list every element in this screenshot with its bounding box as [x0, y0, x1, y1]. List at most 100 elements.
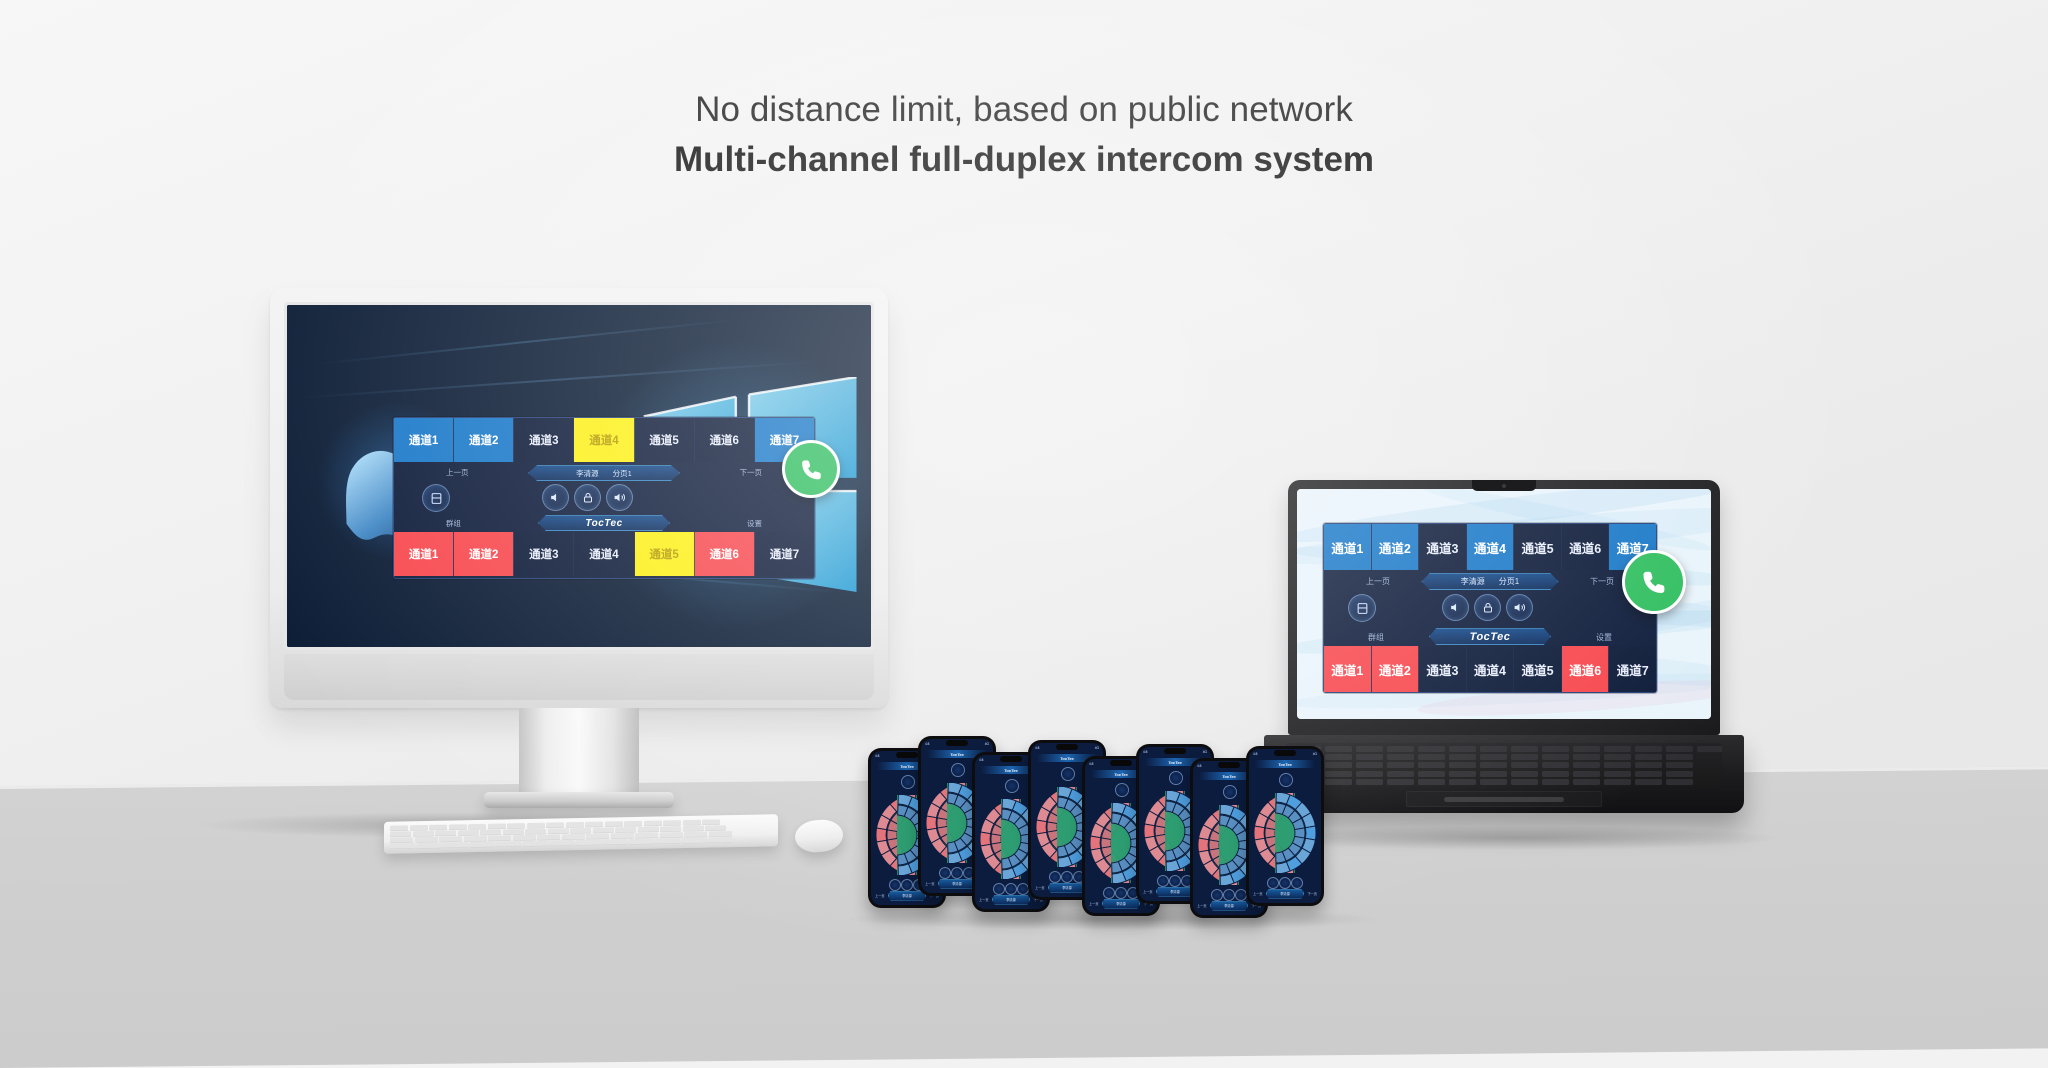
phone-speaker-icon[interactable]: [1049, 871, 1061, 883]
macbook-key[interactable]: [1325, 778, 1352, 785]
keyboard-key[interactable]: [512, 834, 536, 841]
keyboard-key[interactable]: [585, 821, 603, 827]
speaker-on-button[interactable]: [1506, 594, 1533, 621]
keyboard-key[interactable]: [604, 821, 623, 827]
keyboard-key[interactable]: [457, 829, 479, 836]
phone-lock-icon[interactable]: [951, 867, 963, 879]
channel-button[interactable]: 通道5: [634, 532, 695, 576]
keyboard-key[interactable]: [409, 824, 428, 831]
macbook-key[interactable]: [1511, 762, 1538, 769]
keyboard-key[interactable]: [565, 821, 584, 828]
keyboard-key[interactable]: [663, 820, 681, 826]
macbook-key[interactable]: [1511, 770, 1538, 777]
keyboard-key[interactable]: [525, 828, 546, 835]
macbook-key[interactable]: [1542, 754, 1569, 761]
macbook-key[interactable]: [1542, 746, 1569, 752]
phone-page-ribbon[interactable]: 李清源: [1155, 886, 1195, 897]
phone-prev-page[interactable]: 上一页: [979, 898, 989, 902]
channel-button[interactable]: 通道3: [1419, 524, 1467, 570]
phone-profile-icon[interactable]: [1061, 767, 1075, 781]
macbook-key[interactable]: [1666, 770, 1693, 777]
channel-button[interactable]: 通道6: [694, 418, 755, 462]
macbook-key[interactable]: [1387, 746, 1414, 752]
macbook-key[interactable]: [1356, 754, 1383, 761]
phone-fan-dial-right[interactable]: [1275, 793, 1321, 873]
phone-profile-icon[interactable]: [1115, 783, 1129, 797]
phone-profile-icon[interactable]: [1005, 779, 1019, 793]
keyboard-key[interactable]: [708, 831, 732, 837]
phone-next-page[interactable]: 下一页: [1143, 902, 1153, 906]
keyboard-key[interactable]: [412, 830, 434, 837]
settings-button[interactable]: 设置: [747, 519, 762, 528]
phone-speaker-icon[interactable]: [939, 867, 951, 879]
page-indicator-ribbon[interactable]: 李清源 分页1: [528, 465, 680, 481]
keyboard-key[interactable]: [468, 823, 486, 830]
channel-button[interactable]: 通道4: [574, 532, 635, 576]
macbook-key[interactable]: [1325, 746, 1352, 752]
keyboard-key[interactable]: [682, 825, 704, 832]
phone-page-ribbon[interactable]: 李清源: [887, 890, 927, 901]
keyboard-key[interactable]: [643, 820, 662, 826]
phone-page-ribbon[interactable]: 李清源: [937, 878, 977, 889]
macbook-key[interactable]: [1604, 770, 1631, 777]
phone-profile-icon[interactable]: [1223, 785, 1237, 799]
keyboard-key[interactable]: [684, 831, 707, 838]
keyboard-key[interactable]: [448, 824, 467, 830]
macbook-key[interactable]: [1418, 754, 1445, 761]
macbook-key[interactable]: [1635, 778, 1662, 785]
phone-next-page[interactable]: 下一页: [1307, 892, 1317, 896]
phone-page-ribbon[interactable]: 李清源: [991, 894, 1031, 905]
keyboard-key[interactable]: [660, 826, 681, 832]
phone-page-ribbon[interactable]: 李清源: [1101, 898, 1141, 909]
keyboard-key[interactable]: [469, 841, 495, 848]
macbook-key[interactable]: [1418, 770, 1445, 777]
keyboard-key[interactable]: [708, 837, 733, 843]
phone-prev-page[interactable]: 上一页: [1253, 892, 1263, 896]
macbook-key[interactable]: [1604, 762, 1631, 769]
keyboard-key[interactable]: [526, 822, 545, 829]
channel-button[interactable]: 通道1: [1324, 646, 1372, 692]
keyboard-key[interactable]: [586, 833, 609, 839]
channel-button[interactable]: 通道2: [1371, 524, 1420, 570]
call-button[interactable]: [1622, 550, 1686, 614]
keyboard-key[interactable]: [537, 834, 560, 840]
channel-button[interactable]: 通道1: [394, 532, 455, 576]
macbook-key[interactable]: [1604, 778, 1631, 785]
keyboard-key[interactable]: [429, 824, 447, 830]
macbook-key[interactable]: [1449, 778, 1476, 785]
next-page-button[interactable]: 下一页: [1590, 577, 1614, 586]
channel-button[interactable]: 通道1: [1324, 524, 1372, 570]
phone-next-page[interactable]: 下一页: [1033, 898, 1043, 902]
keyboard-key[interactable]: [655, 838, 680, 844]
channel-button[interactable]: 通道7: [1609, 646, 1657, 692]
macbook-key[interactable]: [1325, 770, 1352, 777]
phone-prev-page[interactable]: 上一页: [925, 882, 935, 886]
phone-lock-icon[interactable]: [1061, 871, 1073, 883]
keyboard-key[interactable]: [390, 837, 413, 843]
channel-button[interactable]: 通道4: [1466, 524, 1515, 570]
speaker-mute-button[interactable]: [1442, 594, 1469, 621]
keyboard-key[interactable]: [637, 826, 659, 832]
phone-page-ribbon[interactable]: 李清源: [1209, 900, 1249, 911]
keyboard-key[interactable]: [702, 819, 720, 825]
macbook-key[interactable]: [1418, 778, 1445, 785]
record-button[interactable]: [422, 484, 450, 512]
keyboard-key[interactable]: [439, 836, 462, 842]
macbook-key[interactable]: [1604, 746, 1631, 752]
macbook-key[interactable]: [1635, 746, 1662, 752]
macbook-key[interactable]: [1418, 762, 1445, 769]
keyboard-key[interactable]: [624, 820, 642, 827]
lock-button[interactable]: [574, 484, 601, 511]
keyboard-key[interactable]: [592, 827, 614, 833]
keyboard-key[interactable]: [496, 841, 521, 847]
keyboard-key[interactable]: [390, 831, 411, 837]
phone-page-ribbon[interactable]: 李清源: [1047, 882, 1087, 893]
keyboard-key[interactable]: [443, 842, 468, 848]
phone-prev-page[interactable]: 上一页: [1035, 886, 1045, 890]
record-button[interactable]: [1348, 594, 1376, 622]
macbook-key[interactable]: [1511, 778, 1538, 785]
keyboard-key[interactable]: [615, 826, 636, 833]
keyboard-key[interactable]: [705, 825, 726, 831]
phone-profile-icon[interactable]: [951, 763, 965, 777]
macbook-key[interactable]: [1573, 746, 1600, 752]
